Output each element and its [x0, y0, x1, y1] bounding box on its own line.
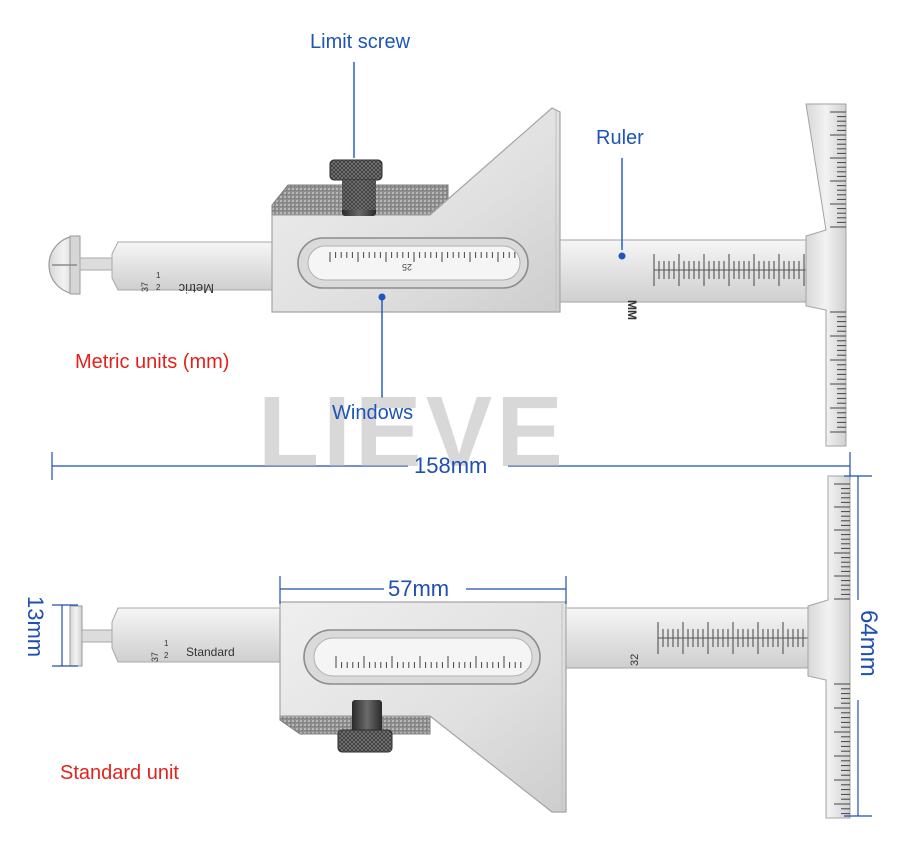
metric-units-label: Metric units (mm) — [75, 351, 230, 373]
top-ruler-scale — [653, 254, 810, 286]
windows-label: Windows — [332, 402, 414, 424]
top-fraction-whole: 37 — [140, 282, 150, 292]
bottom-gauge-head — [69, 605, 83, 667]
head-height-label: 13mm — [23, 596, 48, 658]
body-width-label: 57mm — [388, 576, 450, 601]
bottom-gauge — [52, 475, 872, 819]
top-gauge — [48, 62, 847, 447]
top-blade-scale — [830, 111, 846, 433]
top-ruler — [559, 239, 807, 303]
window-number-25: 25 — [402, 262, 412, 272]
top-window-scale — [329, 252, 516, 262]
top-fraction-den: 2 — [156, 283, 161, 292]
ruler-number-32: 32 — [629, 654, 641, 666]
bottom-screw-knob — [337, 729, 393, 753]
standard-unit-label: Standard unit — [60, 762, 179, 784]
overall-length-label: 158mm — [414, 453, 488, 478]
overall-length-dimension — [51, 452, 851, 480]
blade-height-label: 64mm — [855, 610, 882, 677]
top-fraction-num: 1 — [156, 271, 161, 280]
standard-engraving: Standard — [186, 645, 235, 659]
bottom-fraction-whole: 37 — [150, 652, 160, 662]
limit-screw-label: Limit screw — [310, 31, 411, 53]
metric-engraving: Metric — [178, 281, 214, 296]
bottom-window-scale — [335, 656, 522, 668]
bottom-blade — [807, 475, 851, 819]
mm-engraving: MM — [625, 300, 639, 320]
top-screw-knob — [329, 159, 383, 181]
bottom-blade-scale — [834, 483, 850, 815]
bottom-fraction-den: 2 — [164, 651, 169, 660]
watermark: LIEVE — [258, 376, 567, 488]
top-blade — [805, 103, 847, 447]
ruler-label: Ruler — [596, 127, 644, 149]
bottom-limit-screw — [352, 700, 382, 736]
bottom-fraction-num: 1 — [164, 639, 169, 648]
